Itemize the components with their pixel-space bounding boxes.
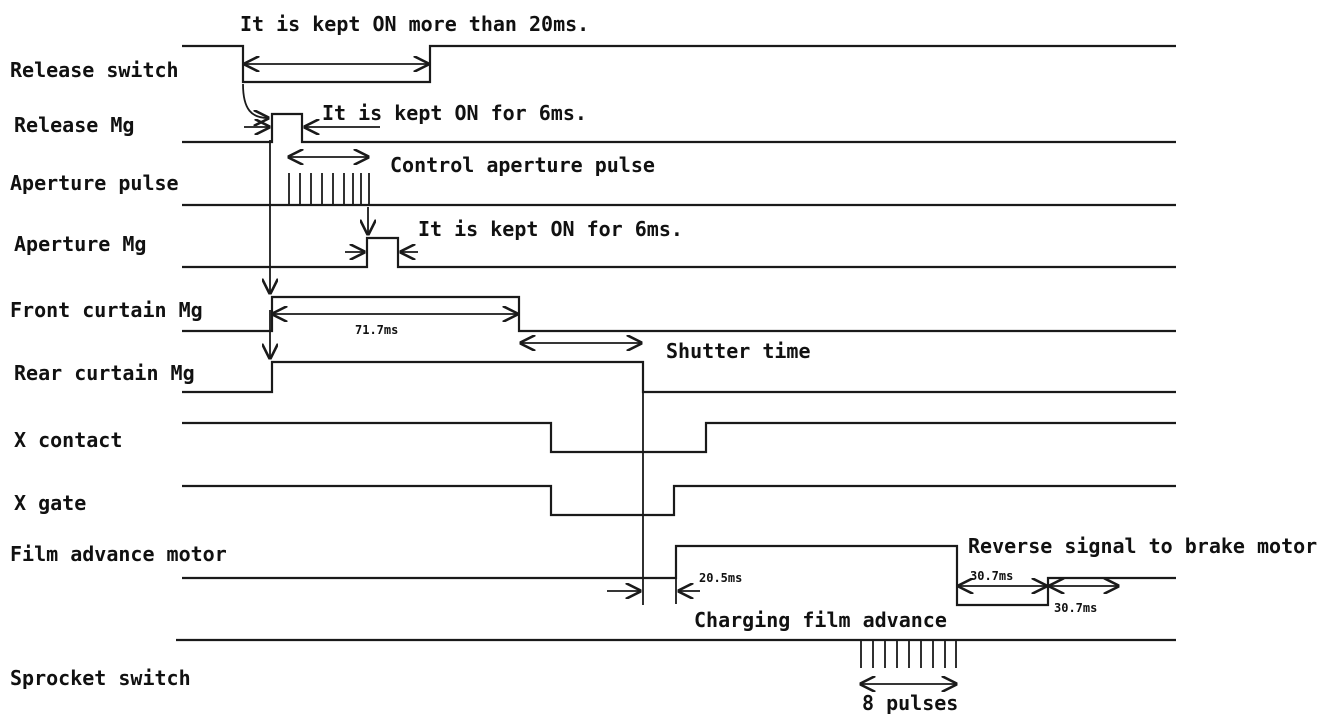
note-kept-on-20ms: It is kept ON more than 20ms. [240,12,589,36]
aperture-pulse-train [288,173,370,205]
note-aperture-kept-on-6ms: It is kept ON for 6ms. [418,217,683,241]
note-30-7ms-2: 30.7ms [1054,601,1097,615]
arrow-release-to-releasemg [242,83,268,118]
label-aperture-mg: Aperture Mg [14,232,146,256]
waveform-release-mg [182,112,1176,144]
waveform-front-curtain-mg [182,295,1176,333]
label-sprocket-switch: Sprocket switch [10,666,191,690]
waveform-film-advance-motor [182,544,1176,607]
note-reverse-signal: Reverse signal to brake motor [968,534,1317,558]
label-aperture-pulse: Aperture pulse [10,171,179,195]
note-release-kept-on-6ms: It is kept ON for 6ms. [322,101,587,125]
label-front-curtain-mg: Front curtain Mg [10,298,203,322]
waveform-rear-curtain-mg [182,360,1176,394]
label-x-gate: X gate [14,491,86,515]
sprocket-pulse-train [860,640,957,668]
note-30-7ms-1: 30.7ms [970,569,1013,583]
note-8-pulses: 8 pulses [862,691,958,715]
waveform-x-gate [182,484,1176,517]
label-x-contact: X contact [14,428,122,452]
note-71-7ms: 71.7ms [355,323,398,337]
label-film-advance-motor: Film advance motor [10,542,227,566]
label-release-mg: Release Mg [14,113,134,137]
note-20-5ms: 20.5ms [699,571,742,585]
note-shutter-time: Shutter time [666,339,811,363]
label-release-switch: Release switch [10,58,179,82]
waveform-aperture-mg [182,236,1176,269]
waveform-release-switch [182,44,1176,84]
note-charging-film-advance: Charging film advance [694,608,947,632]
label-rear-curtain-mg: Rear curtain Mg [14,361,195,385]
note-control-aperture-pulse: Control aperture pulse [390,153,655,177]
waveform-x-contact [182,421,1176,454]
